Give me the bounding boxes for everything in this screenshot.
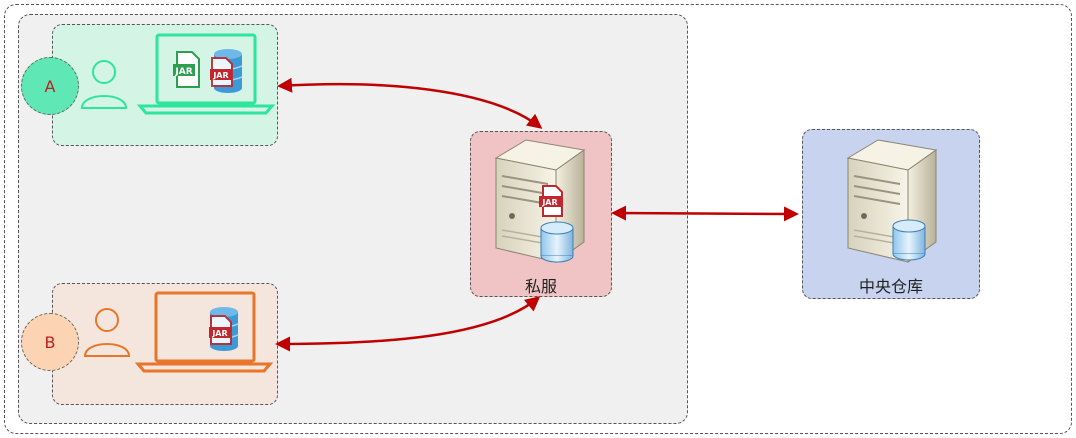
user-b-workstation (52, 283, 278, 405)
user-a-laptop-icon (136, 33, 276, 115)
user-a-badge: A (21, 57, 79, 115)
user-a-database-icon: JAR (210, 49, 243, 93)
user-b-database-icon: JAR (209, 307, 239, 351)
jar-label: JAR (541, 198, 557, 207)
central-database-icon (892, 219, 926, 261)
private-server-jar-file-icon: JAR (539, 185, 563, 217)
jar-label: JAR (212, 71, 228, 80)
user-b-badge: B (21, 313, 79, 371)
user-a-person-icon (80, 60, 128, 109)
arrow-private-server-to-central (611, 205, 799, 222)
private-server-label: 私服 (524, 277, 557, 296)
arrow-user-b-to-private-server (275, 296, 541, 352)
user-b-person-icon (83, 308, 131, 357)
user-b-laptop-icon (134, 291, 274, 373)
jar-label: JAR (211, 329, 227, 338)
arrow-user-a-to-private-server (277, 77, 543, 129)
jar-label: JAR (174, 67, 192, 77)
central-repository-label: 中央仓库 (858, 277, 923, 296)
user-a-jar-file-icon: JAR (173, 51, 200, 88)
private-server-database-icon (540, 221, 574, 263)
